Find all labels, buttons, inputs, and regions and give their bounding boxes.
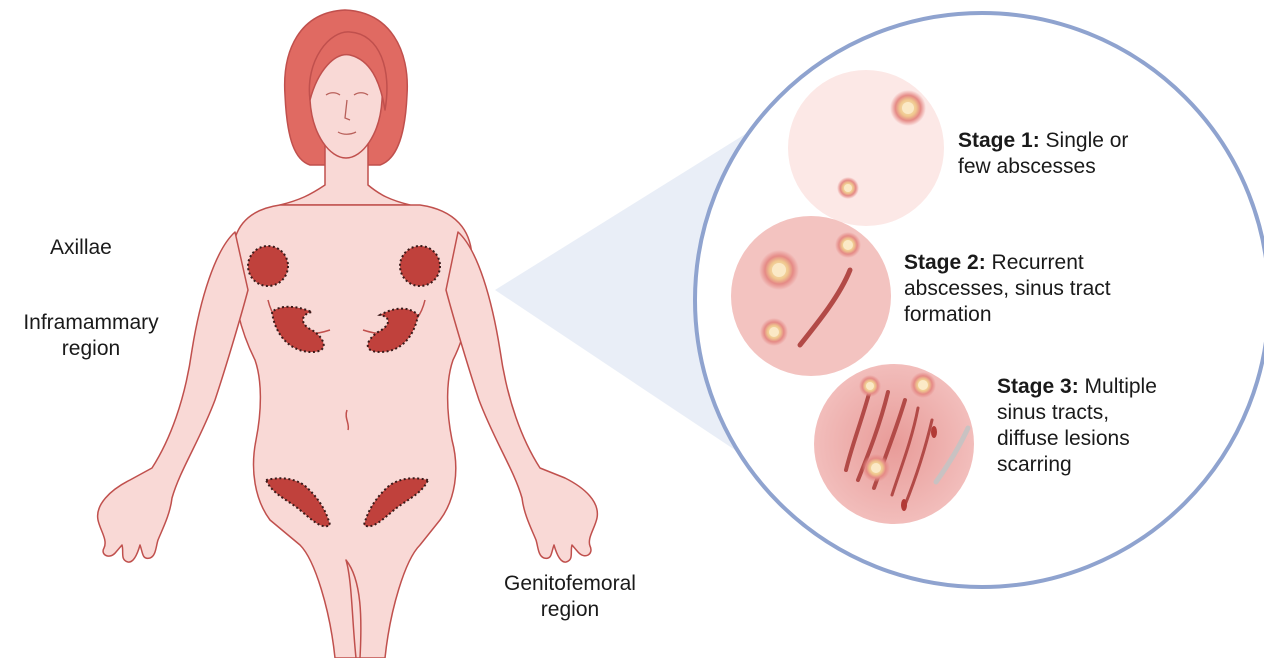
stage2-line1: Recurrent (986, 251, 1084, 274)
stage3-line2: sinus tracts, (997, 400, 1157, 426)
stage2-illustration (731, 216, 891, 376)
stage3-line3: diffuse lesions (997, 426, 1157, 452)
left-arm (98, 232, 248, 562)
genitofemoral-label-line2: region (490, 597, 650, 623)
stage3-text: Stage 3: Multiple sinus tracts, diffuse … (997, 374, 1157, 478)
genitofemoral-label-line1: Genitofemoral (490, 571, 650, 597)
stage1-line2: few abscesses (958, 154, 1128, 180)
stage3-line4: scarring (997, 452, 1157, 478)
stage2-text: Stage 2: Recurrent abscesses, sinus trac… (904, 250, 1111, 328)
axilla-right-lesion (400, 246, 440, 286)
stage2-line3: formation (904, 302, 1111, 328)
stage2-title: Stage 2: (904, 251, 986, 274)
inframammary-label-line2: region (8, 336, 174, 362)
axillae-label: Axillae (50, 235, 112, 261)
stage3-illustration (814, 364, 974, 524)
genitofemoral-label: Genitofemoral region (490, 571, 650, 623)
stage3-title: Stage 3: (997, 375, 1079, 398)
axilla-left-lesion (248, 246, 288, 286)
stage3-line1: Multiple (1079, 375, 1157, 398)
stage2-line2: abscesses, sinus tract (904, 276, 1111, 302)
stage1-illustration (788, 70, 944, 226)
stage1-text: Stage 1: Single or few abscesses (958, 128, 1128, 180)
inframammary-label: Inframammary region (8, 310, 174, 362)
inframammary-label-line1: Inframammary (8, 310, 174, 336)
stage1-line1: Single or (1040, 129, 1129, 152)
stage1-title: Stage 1: (958, 129, 1040, 152)
